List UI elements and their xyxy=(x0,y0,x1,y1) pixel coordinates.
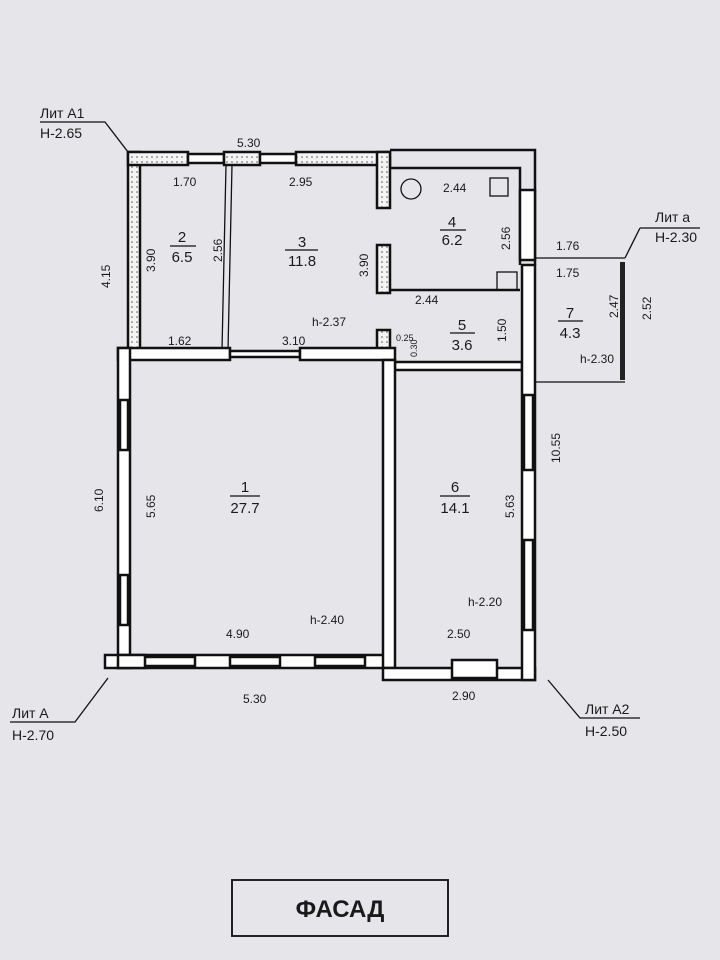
room-7-height: h-2.30 xyxy=(580,352,614,366)
dim-room2-top: 1.70 xyxy=(173,175,197,189)
meter-icon xyxy=(496,271,518,291)
lit-A1-height: Н-2.65 xyxy=(40,125,82,141)
dim-room7-outer-depth: 2.52 xyxy=(640,296,654,320)
facade-label: ФАСАД xyxy=(296,896,385,923)
dim-bottom-total: 5.30 xyxy=(243,692,267,706)
dim-right-total: 10.55 xyxy=(549,433,563,463)
room-7-area: 4.3 xyxy=(560,325,581,342)
room-1-area: 27.7 xyxy=(230,500,259,517)
lit-A2-label: Лит А2 xyxy=(585,701,630,717)
room-1-number: 1 xyxy=(241,479,249,496)
room-6-height: h-2.20 xyxy=(468,595,502,609)
leader-lines xyxy=(10,121,700,723)
dim-top-total: 5.30 xyxy=(237,136,261,150)
lit-A1-label: Лит А1 xyxy=(40,105,85,121)
dim-room6-depth: 5.63 xyxy=(503,494,517,518)
dimensions: 5.30 1.70 2.95 2.44 2.44 1.62 3.10 0.25 … xyxy=(92,136,654,706)
dim-room2-partition: 2.56 xyxy=(211,238,225,262)
lit-A-height: Н-2.70 xyxy=(12,727,54,743)
dim-room7-width: 1.75 xyxy=(556,266,580,280)
dim-bottom-A2: 2.90 xyxy=(452,689,476,703)
dim-room3-depth: 3.90 xyxy=(357,253,371,277)
room-2-number: 2 xyxy=(178,229,186,246)
dim-room3-bottom: 3.10 xyxy=(282,334,306,348)
sink-icon xyxy=(400,178,422,200)
room-3-height: h-2.37 xyxy=(312,315,346,329)
lit-a-label: Лит а xyxy=(655,209,690,225)
dim-room2-bottom: 1.62 xyxy=(168,334,192,348)
dim-room4-bottom: 2.44 xyxy=(415,293,439,307)
room-3-number: 3 xyxy=(298,234,306,251)
room-5-area: 3.6 xyxy=(452,337,473,354)
dim-lit-A1-outer: 4.15 xyxy=(99,264,113,288)
dim-room6-width: 2.50 xyxy=(447,627,471,641)
lit-A-label: Лит А xyxy=(12,705,49,721)
stove-icon xyxy=(489,177,509,197)
dim-room1-width: 4.90 xyxy=(226,627,250,641)
room-4-number: 4 xyxy=(448,214,456,231)
room-7-number: 7 xyxy=(566,305,574,322)
lit-a-height: Н-2.30 xyxy=(655,229,697,245)
room-5-number: 5 xyxy=(458,317,466,334)
dim-room1-depth: 5.65 xyxy=(144,494,158,518)
facade-box xyxy=(231,879,449,937)
room-3-area: 11.8 xyxy=(288,253,316,270)
fixtures xyxy=(400,177,518,291)
dim-room4-depth: 2.56 xyxy=(499,226,513,250)
dim-pier-depth: 0.30 xyxy=(409,339,419,357)
room-6-area: 14.1 xyxy=(440,500,469,517)
room-4-area: 6.2 xyxy=(442,232,463,249)
dim-room2-depth: 3.90 xyxy=(144,248,158,272)
dim-room4-top: 2.44 xyxy=(443,181,467,195)
dim-room5-depth: 1.50 xyxy=(495,318,509,342)
dim-left-outer: 6.10 xyxy=(92,488,106,512)
dim-pier-width: 0.25 xyxy=(396,333,414,343)
room-1-height: h-2.40 xyxy=(310,613,344,627)
dim-room7-outer-width: 1.76 xyxy=(556,239,580,253)
room-2-area: 6.5 xyxy=(172,249,193,266)
room-6-number: 6 xyxy=(451,479,459,496)
dim-room3-top: 2.95 xyxy=(289,175,313,189)
lit-A2-height: Н-2.50 xyxy=(585,723,627,739)
room-labels: 1 27.7 2 6.5 3 11.8 4 6.2 5 3.6 6 14.1 7… xyxy=(170,214,583,517)
walls xyxy=(103,148,641,682)
dim-room7-depth: 2.47 xyxy=(607,294,621,318)
